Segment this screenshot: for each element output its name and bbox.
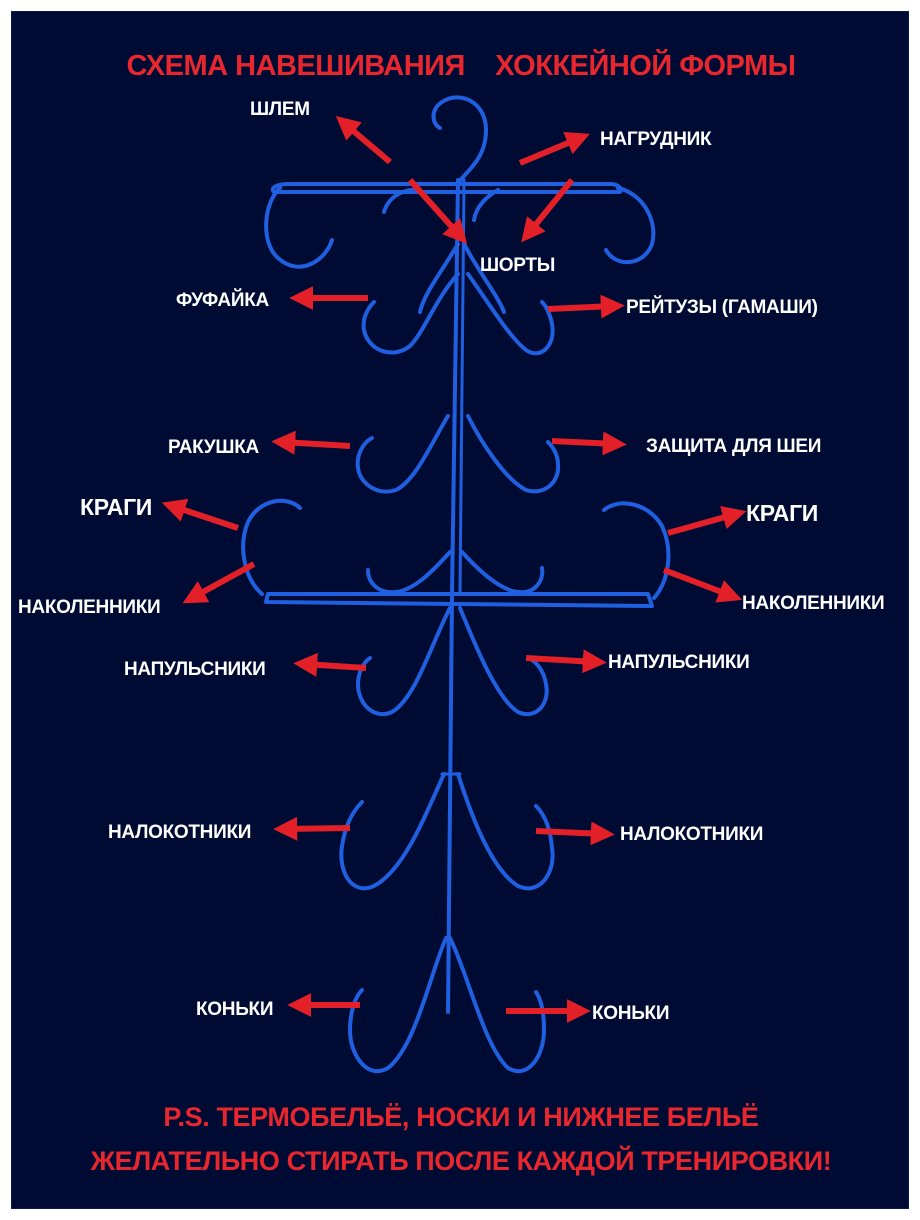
label-skates-left: КОНЬКИ <box>196 999 274 1020</box>
label-wrist-left: НАПУЛЬСНИКИ <box>124 659 266 680</box>
hanger <box>241 95 671 1074</box>
top-left-hook <box>264 186 334 269</box>
label-chest: НАГРУДНИК <box>600 129 712 150</box>
arrow-cup <box>271 430 351 455</box>
label-wrist-right: НАПУЛЬСНИКИ <box>608 652 750 673</box>
row5-left-hook <box>348 936 448 1074</box>
label-gloves-right: КРАГИ <box>746 500 819 526</box>
top-right-hook <box>604 186 656 265</box>
diagram-title: СХЕМА НАВЕШИВАНИЯ ХОККЕЙНОЙ ФОРМЫ <box>126 50 796 82</box>
arrow-knee-right <box>662 567 743 603</box>
arrow-elbow-right <box>535 821 615 846</box>
label-gloves-left: КРАГИ <box>80 494 153 520</box>
label-elbow-left: НАЛОКОТНИКИ <box>108 822 252 843</box>
arrow-chest <box>518 132 590 166</box>
wide-inner-right <box>460 550 545 595</box>
wide-bar <box>264 592 654 608</box>
hanger-diagram <box>161 95 747 1074</box>
arrow-neck <box>551 431 627 456</box>
top-inner-right-hook <box>472 188 500 222</box>
label-knee-left: НАКОЛЕННИКИ <box>18 597 161 618</box>
row5-right-hook <box>448 936 546 1074</box>
label-helmet: ШЛЕМ <box>250 99 310 120</box>
wide-right-curl <box>602 501 671 600</box>
top-hook <box>431 95 488 186</box>
arrow-wrist-left <box>293 652 367 677</box>
label-shorts: ШОРТЫ <box>480 255 556 276</box>
row1-v <box>418 242 506 314</box>
row3-right-hook <box>458 606 549 716</box>
top-bar <box>270 182 623 194</box>
wide-inner-left <box>366 550 452 595</box>
arrow-helmet <box>335 116 392 165</box>
arrows <box>161 116 747 1023</box>
arrow-gloves-left <box>161 498 239 531</box>
row4-right-hook <box>456 772 555 891</box>
label-neck: ЗАЩИТА ДЛЯ ШЕИ <box>646 436 822 457</box>
row1-right-hook <box>466 272 555 356</box>
arrow-gloves-right <box>667 505 747 536</box>
row1-left-hook <box>361 272 460 355</box>
wide-left-curl <box>241 498 302 596</box>
arrow-leggings <box>547 294 625 319</box>
arrow-wrist-right <box>525 649 607 674</box>
arrow-shorts-left <box>407 178 468 245</box>
row2-right-hook <box>466 414 561 494</box>
label-knee-right: НАКОЛЕННИКИ <box>742 593 885 614</box>
note-line-2: ЖЕЛАТЕЛЬНО СТИРАТЬ ПОСЛЕ КАЖДОЙ ТРЕНИРОВ… <box>90 1146 832 1176</box>
label-cup: РАКУШКА <box>168 437 259 458</box>
label-skates-right: КОНЬКИ <box>592 1003 670 1024</box>
row2-left-hook <box>355 414 450 494</box>
label-jersey: ФУФАЙКА <box>176 290 269 311</box>
row4-left-hook <box>339 772 446 891</box>
row3-left-hook <box>356 606 452 716</box>
arrow-shorts-right <box>521 178 575 243</box>
central-rod-inner <box>458 178 466 596</box>
arrow-knee-left <box>182 561 256 604</box>
arrow-elbow-left <box>273 816 351 841</box>
note-line-1: P.S. ТЕРМОБЕЛЬЁ, НОСКИ И НИЖНЕЕ БЕЛЬЁ <box>163 1102 759 1132</box>
diagram-panel: СХЕМА НАВЕШИВАНИЯ ХОККЕЙНОЙ ФОРМЫ <box>11 11 909 1209</box>
label-leggings: РЕЙТУЗЫ (ГАМАШИ) <box>626 297 818 318</box>
label-elbow-right: НАЛОКОТНИКИ <box>620 824 764 845</box>
